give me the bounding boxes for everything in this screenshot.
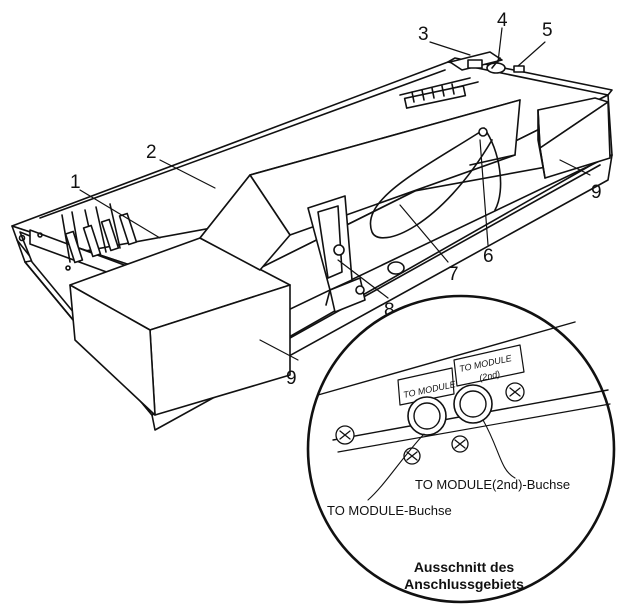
screw-icon xyxy=(335,425,355,445)
caption-to-module-2nd: TO MODULE(2nd)-Buchse xyxy=(415,477,570,492)
callout-3: 3 xyxy=(418,24,429,45)
caption-to-module: TO MODULE-Buchse xyxy=(327,503,452,518)
callout-9-left: 9 xyxy=(286,368,297,389)
detail-title-line1: Ausschnitt des xyxy=(414,559,515,575)
callout-4: 4 xyxy=(497,10,508,31)
detail-title-line2: Anschlussgebiets xyxy=(404,576,524,592)
screw-icon xyxy=(403,447,421,465)
callout-1: 1 xyxy=(70,172,81,193)
callout-2: 2 xyxy=(146,142,157,163)
cable xyxy=(369,127,502,239)
jack-to-module xyxy=(407,396,447,436)
keys-right xyxy=(399,77,479,109)
callout-7: 7 xyxy=(448,264,459,285)
callout-8: 8 xyxy=(384,300,395,321)
callout-numbers: 1 2 3 4 5 6 7 8 9 9 xyxy=(70,10,602,389)
detail-inset: TO MODULE TO MODULE (2nd) xyxy=(306,294,616,604)
callout-5: 5 xyxy=(542,20,553,41)
screw-icon xyxy=(451,435,469,453)
leader-lines xyxy=(79,27,591,361)
right-module-box xyxy=(537,97,611,179)
screw-icon xyxy=(505,382,525,402)
panel-label-2nd: (2nd) xyxy=(478,369,501,383)
top-controls xyxy=(449,51,525,74)
stand-bracket xyxy=(307,195,405,313)
detail-captions: TO MODULE(2nd)-Buchse TO MODULE-Buchse A… xyxy=(327,477,570,592)
callout-6: 6 xyxy=(483,246,494,267)
left-module-box xyxy=(69,237,291,416)
center-hood xyxy=(199,99,521,271)
jack-to-module-2nd xyxy=(453,384,493,424)
callout-9-right: 9 xyxy=(591,182,602,203)
